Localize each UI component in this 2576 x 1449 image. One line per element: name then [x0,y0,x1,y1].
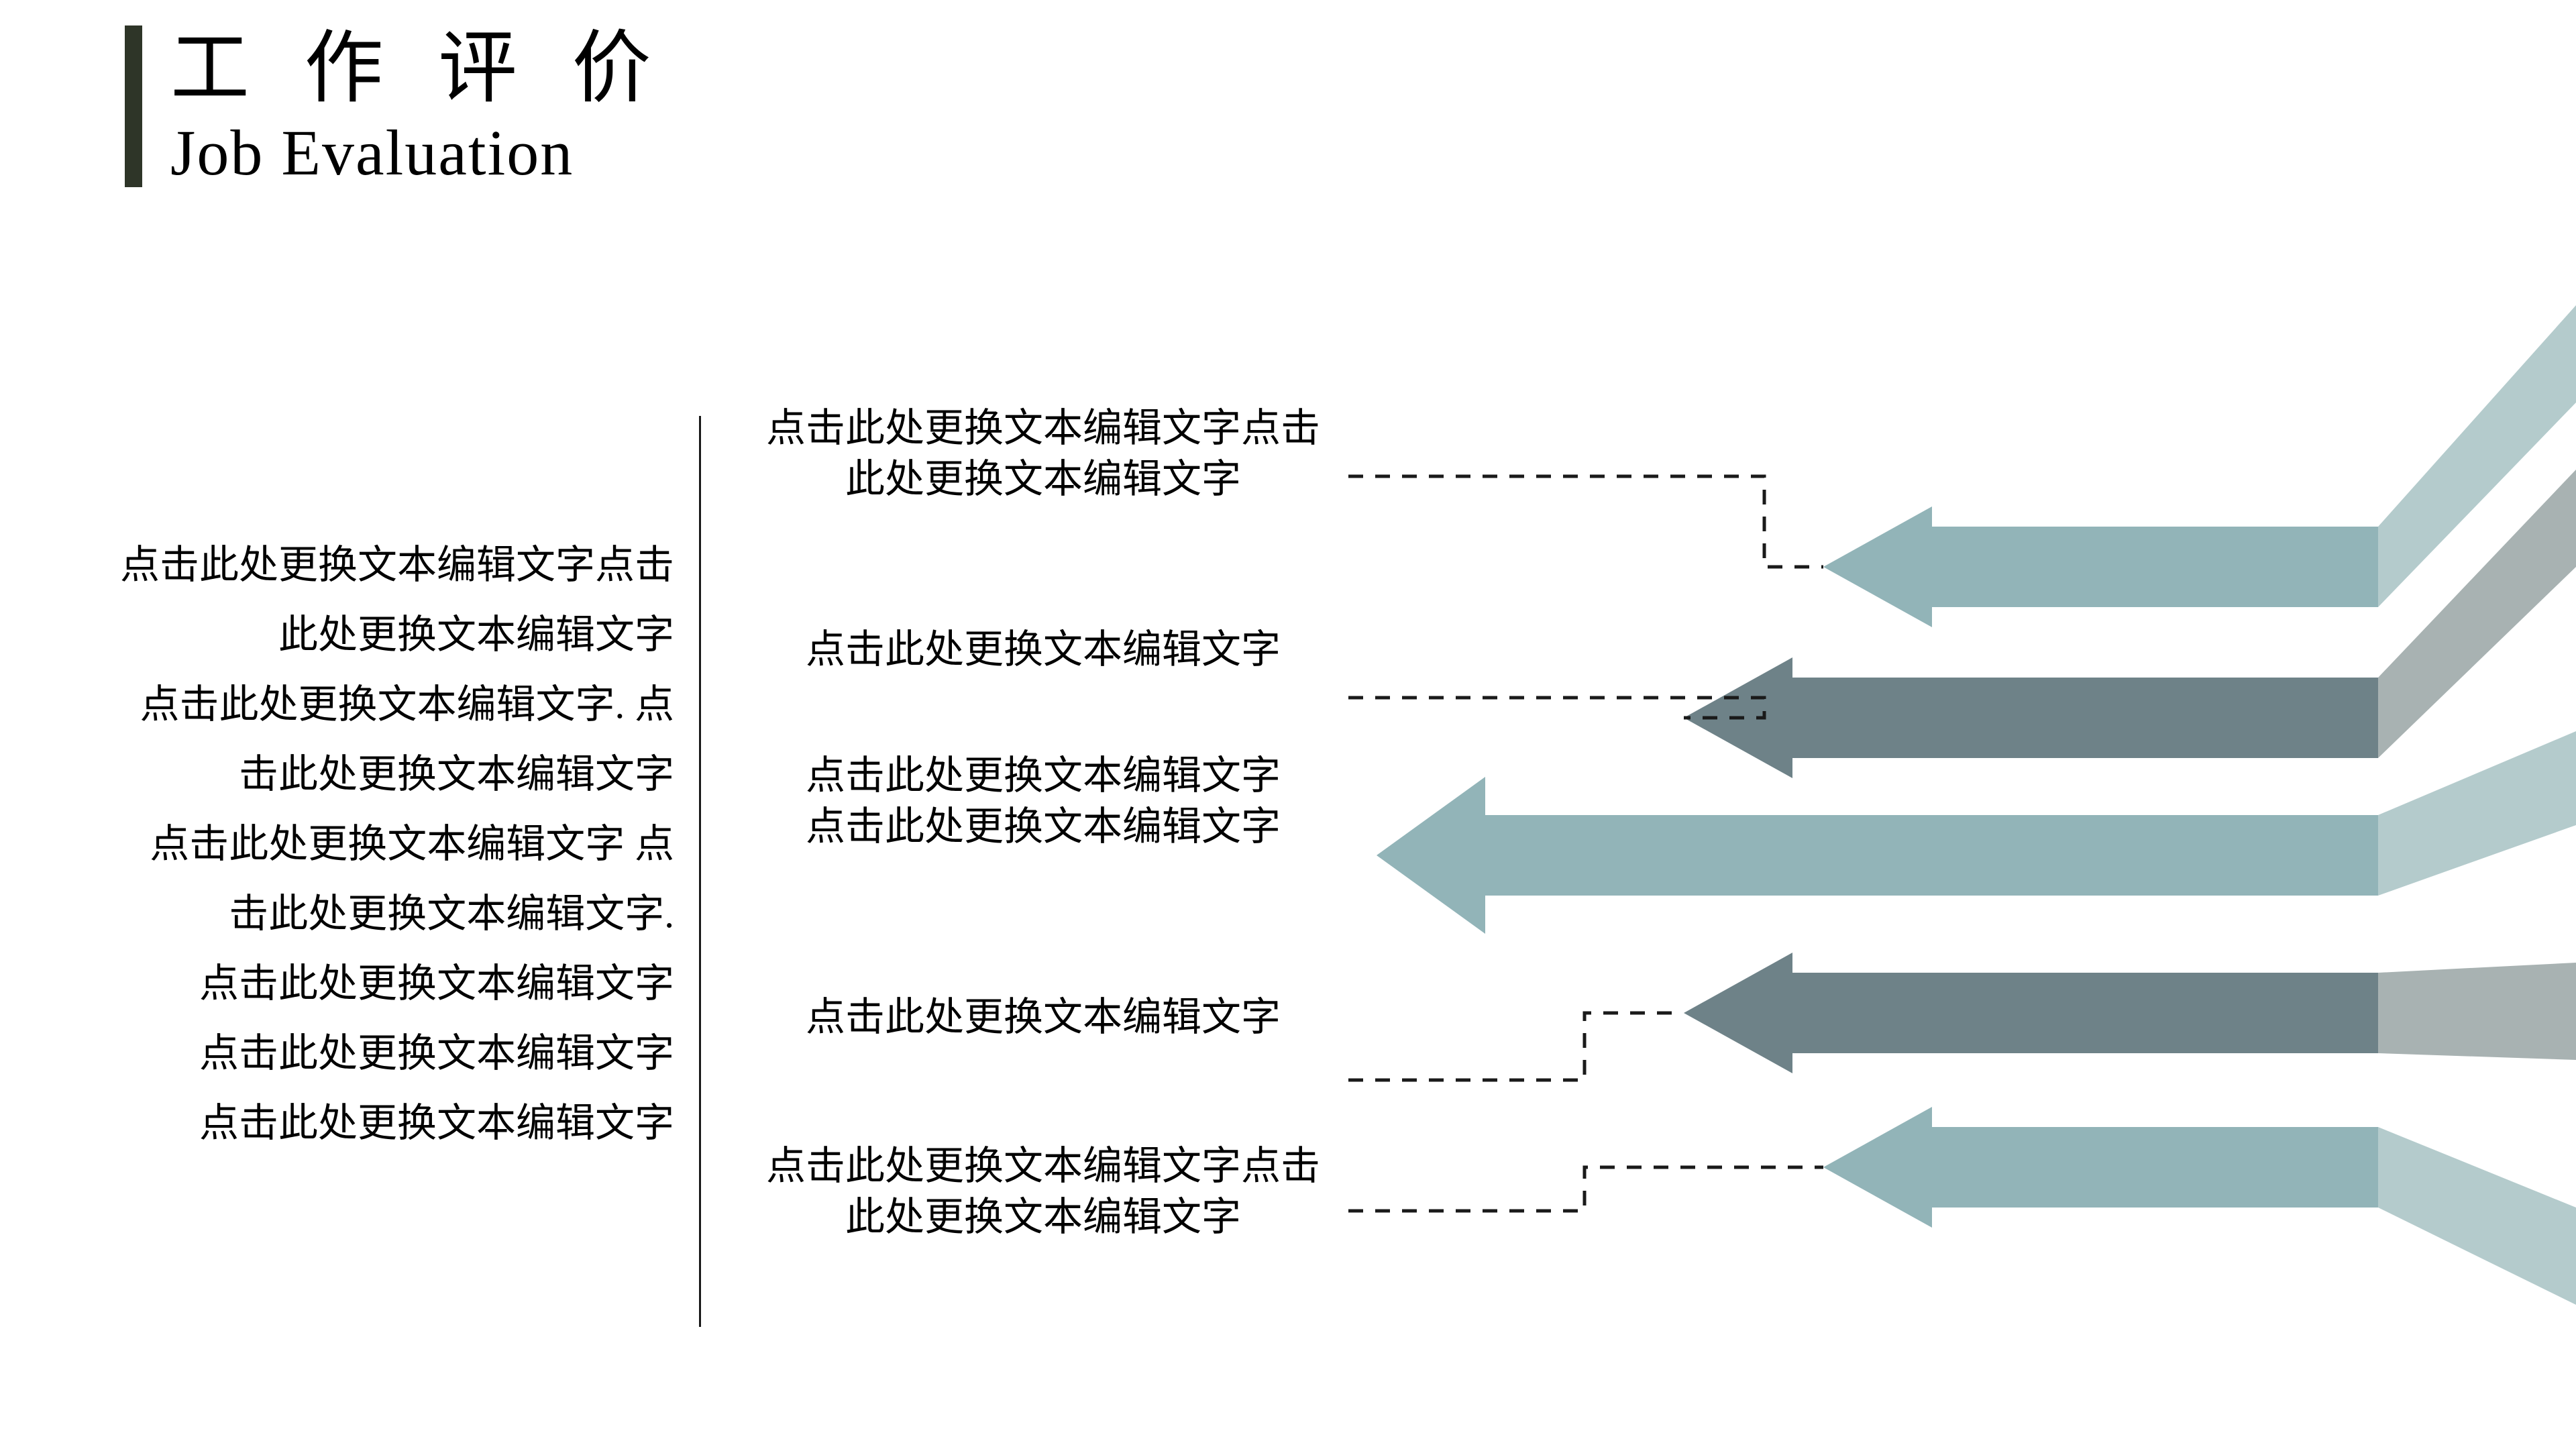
left-column-line: 点击此处更换文本编辑文字 点 [150,822,674,866]
arrow-tail-3 [2378,731,2576,896]
left-column-line: 此处更换文本编辑文字 [278,612,674,657]
arrow-body-5 [1823,1107,2378,1228]
left-column-line: 击此处更换文本编辑文字. [229,892,674,936]
item-label-line: 点击此处更换文本编辑文字 [805,753,1281,798]
item-label-line: 点击此处更换文本编辑文字 [805,627,1281,672]
arrow-row-4[interactable] [1684,953,2576,1073]
item-label-1: 点击此处更换文本编辑文字点击 此处更换文本编辑文字 [711,402,1375,504]
item-label-3: 点击此处更换文本编辑文字 点击此处更换文本编辑文字 [711,750,1375,852]
arrow-tail-2 [2378,470,2576,758]
arrow-body-1 [1823,506,2378,627]
left-column-line: 点击此处更换文本编辑文字. 点 [140,682,674,727]
title-chinese: 工 作 评 价 [170,25,669,113]
page-title: 工 作 评 价 Job Evaluation [125,25,669,187]
connector-1 [1348,474,1823,569]
left-column-line: 点击此处更换文本编辑文字 [199,961,674,1006]
arrow-row-1[interactable] [1823,305,2576,627]
left-description-column: 点击此处更换文本编辑文字点击 此处更换文本编辑文字 点击此处更换文本编辑文字. … [27,530,674,1158]
arrow-row-3[interactable] [1377,731,2576,934]
title-accent-bar [125,25,142,187]
item-label-5: 点击此处更换文本编辑文字点击 此处更换文本编辑文字 [711,1140,1375,1242]
connector-5 [1348,1165,1823,1213]
item-label-line: 点击此处更换文本编辑文字点击 [765,406,1320,450]
left-column-line: 点击此处更换文本编辑文字 [199,1101,674,1145]
item-label-line: 此处更换文本编辑文字 [845,457,1241,501]
arrow-body-4 [1684,953,2378,1073]
column-divider [699,416,701,1327]
item-label-line: 此处更换文本编辑文字 [845,1195,1241,1239]
item-label-line: 点击此处更换文本编辑文字 [805,995,1281,1039]
arrow-body-2 [1684,657,2378,778]
title-english: Job Evaluation [170,117,574,189]
arrow-row-5[interactable] [1823,1107,2576,1305]
arrow-tail-1 [2378,305,2576,607]
left-column-line: 点击此处更换文本编辑文字 [199,1031,674,1075]
item-label-line: 点击此处更换文本编辑文字点击 [765,1144,1320,1188]
arrow-row-2[interactable] [1684,470,2576,778]
item-label-line: 点击此处更换文本编辑文字 [805,804,1281,849]
item-label-2: 点击此处更换文本编辑文字 [711,624,1375,675]
left-column-line: 点击此处更换文本编辑文字点击 [119,543,674,587]
arrow-tail-5 [2378,1127,2576,1305]
title-text-group: 工 作 评 价 Job Evaluation [142,25,669,187]
left-column-line: 击此处更换文本编辑文字 [238,752,674,796]
arrow-body-3 [1377,777,2378,934]
connector-4 [1348,1011,1684,1082]
item-label-4: 点击此处更换文本编辑文字 [711,991,1375,1042]
arrow-tail-4 [2378,963,2576,1060]
